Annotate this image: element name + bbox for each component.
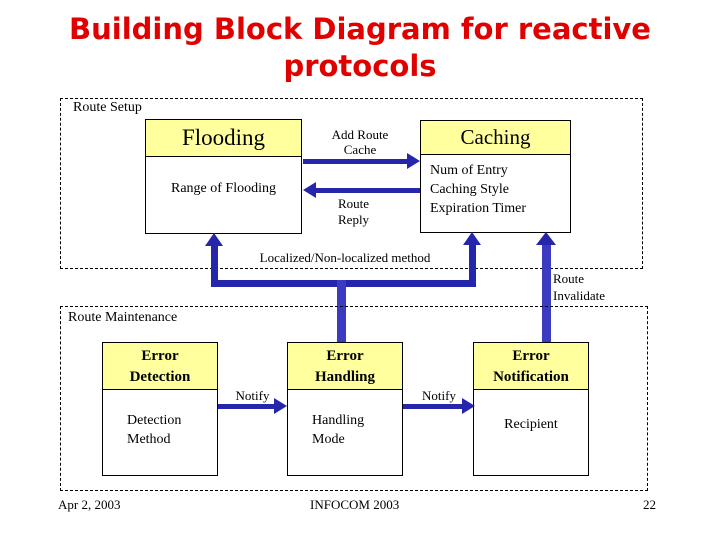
connector-left-arm — [211, 245, 218, 283]
route-reply-line1: Route — [338, 196, 370, 211]
footer-date: Apr 2, 2003 — [58, 497, 121, 512]
connector-center-drop — [337, 280, 346, 342]
caching-title: Caching — [460, 125, 531, 149]
notify-right-label: Notify — [422, 388, 456, 403]
up-arrowhead-icon — [205, 233, 223, 246]
up-arrowhead-icon — [536, 232, 556, 245]
caching-header: Caching — [421, 121, 570, 155]
arrow-shaft — [218, 404, 275, 409]
right-arrowhead-icon — [462, 398, 475, 414]
error-notification-title-line2: Notification — [493, 369, 569, 385]
route-invalidate-line2: Invalidate — [553, 288, 605, 303]
notify-left-label: Notify — [235, 388, 270, 403]
caching-block: Caching Num of Entry Caching Style Expir… — [420, 120, 571, 233]
add-route-cache-line1: Add Route — [331, 127, 389, 142]
error-notification-title-line1: Error — [512, 348, 550, 364]
error-handling-block: Error Handling Handling Mode — [287, 342, 403, 476]
error-handling-body: Handling Mode — [288, 390, 402, 449]
flooding-body: Range of Flooding — [171, 181, 276, 196]
error-notification-block: Error Notification Recipient — [473, 342, 589, 476]
error-notification-body: Recipient — [504, 417, 558, 432]
up-arrowhead-icon — [463, 232, 481, 245]
arrow-shaft — [316, 188, 420, 193]
error-detection-body: Detection Method — [103, 390, 217, 449]
error-handling-body-line2: Mode — [312, 432, 345, 447]
error-handling-header: Error Handling — [288, 343, 402, 390]
error-detection-block: Error Detection Detection Method — [102, 342, 218, 476]
error-detection-body-line1: Detection — [127, 413, 182, 428]
flooding-block: Flooding Range of Flooding — [145, 119, 302, 234]
error-detection-header: Error Detection — [103, 343, 217, 390]
connector-right-arm — [469, 244, 476, 283]
footer-page-number: 22 — [643, 497, 656, 512]
add-route-cache-label: Add Route Cache — [300, 127, 420, 157]
flooding-header: Flooding — [146, 120, 301, 157]
route-invalidate-label: Route Invalidate — [553, 270, 605, 304]
error-handling-title-line2: Handling — [314, 369, 376, 385]
route-maintenance-label: Route Maintenance — [68, 310, 178, 325]
slide-title: Building Block Diagram for reactive prot… — [0, 11, 720, 85]
error-detection-body-line2: Method — [127, 432, 171, 447]
route-setup-label: Route Setup — [73, 100, 142, 115]
arrow-shaft — [542, 245, 551, 342]
flooding-title: Flooding — [181, 125, 266, 150]
caching-item: Expiration Timer — [430, 201, 527, 216]
route-reply-label: Route Reply — [338, 196, 369, 228]
route-setup-group — [60, 98, 643, 269]
error-detection-title-line1: Error — [141, 348, 179, 364]
right-arrowhead-icon — [407, 153, 420, 169]
add-route-cache-line2: Cache — [343, 142, 377, 157]
slide-title-line1: Building Block Diagram for reactive — [69, 12, 651, 46]
left-arrowhead-icon — [303, 182, 316, 198]
route-invalidate-line1: Route — [553, 271, 585, 286]
caching-item: Caching Style — [430, 182, 509, 197]
localized-method-label: Localized/Non-localized method — [259, 250, 431, 265]
caching-body: Num of Entry Caching Style Expiration Ti… — [421, 155, 570, 218]
arrow-shaft — [303, 159, 408, 164]
error-detection-title-line2: Detection — [129, 369, 191, 385]
right-arrowhead-icon — [274, 398, 287, 414]
route-maintenance-group — [60, 306, 648, 491]
slide-title-line2: protocols — [283, 49, 437, 83]
route-reply-line2: Reply — [338, 212, 370, 227]
error-handling-body-line1: Handling — [312, 413, 365, 428]
error-handling-title-line1: Error — [326, 348, 364, 364]
error-notification-header: Error Notification — [474, 343, 588, 390]
caching-item: Num of Entry — [430, 163, 508, 178]
footer-conference: INFOCOM 2003 — [310, 497, 400, 512]
arrow-shaft — [403, 404, 463, 409]
